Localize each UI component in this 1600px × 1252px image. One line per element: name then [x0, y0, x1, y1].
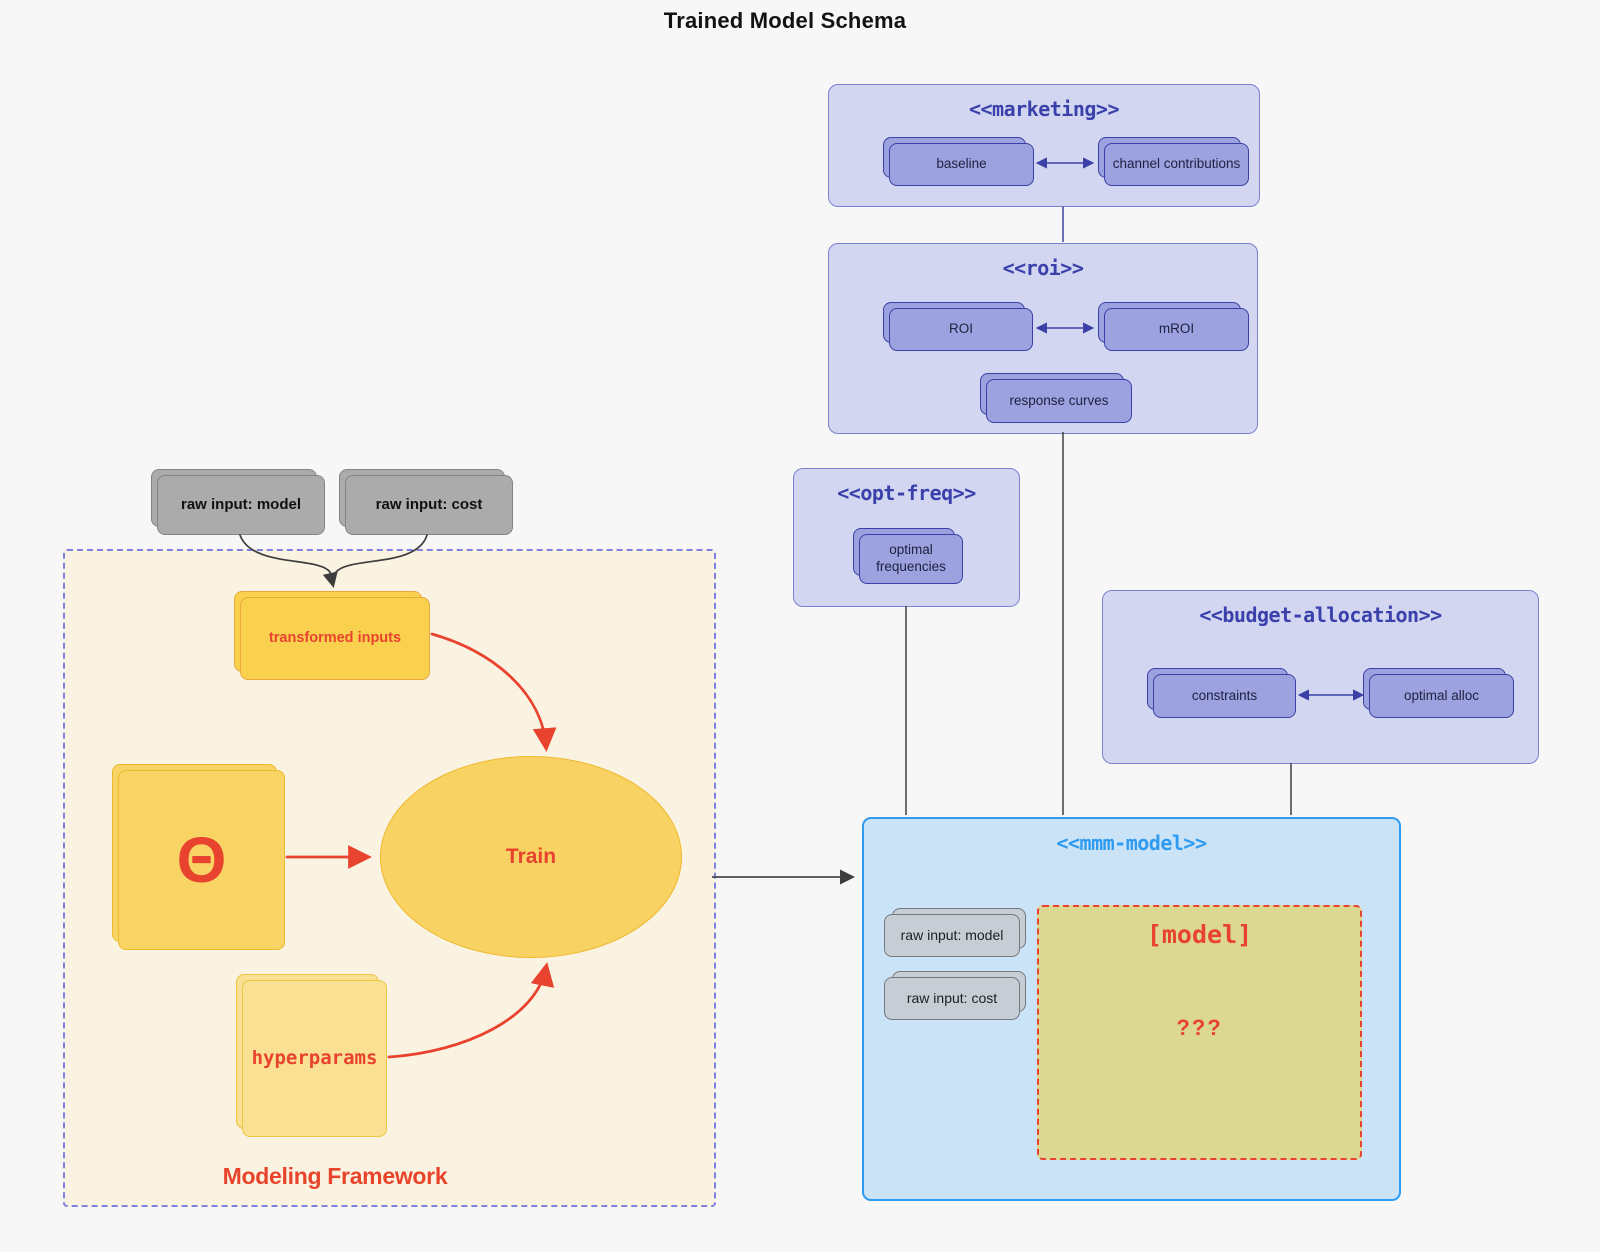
node-theta: Θ	[112, 764, 285, 950]
node-hyperparams: hyperparams	[236, 974, 387, 1137]
node-optimal-alloc: optimal alloc	[1363, 668, 1514, 718]
node-response-curves: response curves	[980, 373, 1132, 423]
node-optimal-frequencies: optimal frequencies	[853, 528, 963, 584]
node-mroi: mROI	[1098, 302, 1249, 351]
page-title: Trained Model Schema	[663, 8, 907, 33]
group-roi-title: <<roi>>	[1002, 256, 1084, 280]
group-budget-allocation: <<budget-allocation>> constraints optima…	[1102, 590, 1539, 764]
model-placeholder-label: [model]	[1146, 920, 1253, 949]
model-unknown-label: ???	[1176, 1015, 1223, 1040]
node-raw-input-cost: raw input: cost	[339, 469, 513, 535]
modeling-framework-label: Modeling Framework	[222, 1163, 448, 1189]
node-model-placeholder: [model] ???	[1037, 905, 1362, 1160]
group-budget-allocation-title: <<budget-allocation>>	[1199, 603, 1442, 627]
node-channel-contributions: channel contributions	[1098, 137, 1249, 186]
node-train: Train	[380, 756, 682, 958]
group-roi: <<roi>> ROI mROI response curves	[828, 243, 1258, 434]
node-mmm-raw-input-model: raw input: model	[884, 908, 1026, 957]
node-raw-input-model: raw input: model	[151, 469, 325, 535]
group-opt-freq: <<opt-freq>> optimal frequencies	[793, 468, 1020, 607]
node-baseline: baseline	[883, 137, 1034, 186]
group-mmm-model: <<mmm-model>> raw input: model raw input…	[862, 817, 1401, 1201]
node-constraints: constraints	[1147, 668, 1296, 718]
group-mmm-model-title: <<mmm-model>>	[1056, 831, 1207, 855]
node-transformed-inputs: transformed inputs	[234, 591, 430, 680]
node-mmm-raw-input-cost: raw input: cost	[884, 971, 1026, 1020]
node-roi: ROI	[883, 302, 1033, 351]
group-marketing-title: <<marketing>>	[968, 97, 1120, 121]
group-opt-freq-title: <<opt-freq>>	[837, 481, 976, 505]
group-marketing: <<marketing>> baseline channel contribut…	[828, 84, 1260, 207]
